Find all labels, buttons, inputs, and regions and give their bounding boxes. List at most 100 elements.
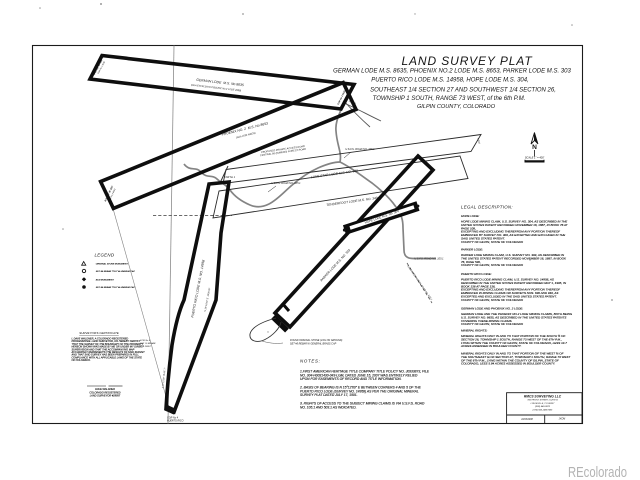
svg-text:PROFESSIONAL LAND SURVEYOR, DO: PROFESSIONAL LAND SURVEYOR, DO HEREBY CE… [72, 340, 141, 343]
svg-text:COR No 1: COR No 1 [224, 176, 236, 179]
svg-text:EXCEPTING AND EXCLUDING THEREF: EXCEPTING AND EXCLUDING THEREFROM ANY PO… [461, 230, 560, 234]
svg-text:TENDERFOOT LODE M.S. NO. 340: TENDERFOOT LODE M.S. NO. 340 [326, 196, 378, 207]
svg-text:GERMAN LODE AND PHOENIX NO. 2: GERMAN LODE AND PHOENIX NO. 2 LODE: [461, 307, 523, 311]
svg-text:ORIGINAL STONE MONUMENT: ORIGINAL STONE MONUMENT [96, 262, 129, 265]
svg-text:TOWNSHIP 1 SOUTH, RANGE 73 WES: TOWNSHIP 1 SOUTH, RANGE 73 WEST, of the … [373, 96, 526, 102]
svg-text:HEREON SHOWN WAS MADE BY ME OR: HEREON SHOWN WAS MADE BY ME OR UNDER MY … [72, 346, 145, 349]
svg-text:UPON FOR EASEMENTS OF RECORD A: UPON FOR EASEMENTS OF RECORD AND TITLE I… [300, 377, 402, 381]
svg-text:COLORADO REGISTERED: COLORADO REGISTERED [89, 391, 120, 394]
svg-text:MINERAL RIGHTS:: MINERAL RIGHTS: [461, 329, 487, 333]
svg-text:PUERTO RICO LODE M.S. 14958, H: PUERTO RICO LODE M.S. 14958, HOPE LODE M… [371, 78, 529, 84]
svg-text:LAND SURVEYOR #29957: LAND SURVEYOR #29957 [90, 395, 121, 398]
svg-text:DESCRIBED IN THE UNITED STATES: DESCRIBED IN THE UNITED STATES PATENT RE… [461, 281, 567, 285]
svg-text:GILPIN COUNTY, COLORADO: GILPIN COUNTY, COLORADO [417, 104, 496, 110]
svg-text:(303) 440-0870: (303) 440-0870 [535, 405, 551, 408]
svg-text:AND THAT SAID SURVEY HAS BEEN: AND THAT SAID SURVEY HAS BEEN PREPARED I… [71, 354, 140, 357]
svg-text:SET #5: SET #5 [348, 101, 356, 106]
svg-text:GERMAN LODE M.S. No 8635: GERMAN LODE M.S. No 8635 [196, 78, 244, 87]
svg-text:SET #5 REBAR "PLS" ALUMINUM CA: SET #5 REBAR "PLS" ALUMINUM CAP [96, 270, 136, 273]
svg-text:SURVEYOR'S CERTIFICATE: SURVEYOR'S CERTIFICATE [79, 331, 120, 335]
svg-text:OF COLORADO.: OF COLORADO. [72, 359, 91, 362]
svg-text:MINERAL RIGHTS ONLY IN AND TO: MINERAL RIGHTS ONLY IN AND TO THAT PORTI… [461, 352, 564, 356]
svg-text:NOTES:: NOTES: [300, 359, 321, 364]
svg-text:SET #5 REBAR: SET #5 REBAR [140, 342, 156, 345]
svg-text:NO. 304-H0031430-043-LGM, DATE: NO. 304-H0031430-043-LGM, DATED JUNE 15,… [300, 373, 418, 377]
svg-text:750.00': 750.00' [227, 71, 235, 74]
svg-text:SOUTHEAST 1/4 SECTION 27 AND S: SOUTHEAST 1/4 SECTION 27 AND SOUTHWEST 1… [370, 88, 556, 94]
svg-text:N 24°05' W 300': N 24°05' W 300' [104, 185, 115, 202]
svg-text:N 47° E 150': N 47° E 150' [421, 158, 432, 169]
svg-text:1.FIRST AMERICAN HERITAGE TITL: 1.FIRST AMERICAN HERITAGE TITLE COMPANY … [300, 370, 430, 374]
svg-text:COR No 4: COR No 4 [167, 417, 179, 420]
svg-text:76, PAGE 530,: 76, PAGE 530, [461, 260, 481, 264]
svg-text:PROPOSED PRIVATE ACCESS ROAD: PROPOSED PRIVATE ACCESS ROAD [261, 145, 305, 154]
svg-text:(AKA 1632 AIKEN): (AKA 1632 AIKEN) [236, 132, 257, 140]
svg-text:1500.00': 1500.00' [190, 66, 199, 69]
svg-text:SET #5 REBAR "PLS" ALUMINUM CA: SET #5 REBAR "PLS" ALUMINUM CAP [96, 286, 136, 289]
svg-text:CENTRAL 66 (GAMING) FOREST ROA: CENTRAL 66 (GAMING) FOREST ROAD [260, 148, 307, 157]
svg-text:N 300': N 300' [476, 138, 480, 145]
svg-text:EXCEPTED AND EXCLUDED IN THE S: EXCEPTED AND EXCLUDED IN THE SAID UNITED… [461, 295, 557, 299]
svg-text:N: N [532, 144, 537, 151]
svg-text:MINERAL RIGHTS ONLY IN AND TO: MINERAL RIGHTS ONLY IN AND TO THAT PORTI… [461, 334, 565, 338]
svg-text:(720) 565-1466 FAX: (720) 565-1466 FAX [533, 409, 553, 412]
svg-text:COVERING THESE MINING CLAIMS.: COVERING THESE MINING CLAIMS. [461, 319, 513, 323]
svg-text:PUERTO RICO LODE (SURVEY NO. 1: PUERTO RICO LODE (SURVEY NO. 14958) AS P… [300, 389, 419, 393]
svg-text:ACCURATELY REPRESENTS THE RESU: ACCURATELY REPRESENTS THE RESULTS OF SAI… [71, 351, 146, 354]
svg-text:PARKER LODE MINING CLAIM, U.S.: PARKER LODE MINING CLAIM, U.S. SURVEY NO… [461, 253, 565, 257]
svg-text:EMBRACED BY SURVEY NO. 303, AS: EMBRACED BY SURVEY NO. 303, AS EXCEPTED … [461, 233, 566, 237]
svg-text:SURVEY PLAT DATED JULY 17, 190: SURVEY PLAT DATED JULY 17, 1901. [300, 393, 358, 397]
svg-text:THE UNITED STATES PATENT RECOR: THE UNITED STATES PATENT RECORDED NOVEMB… [461, 256, 567, 260]
svg-text:N 15°12'00" E 1500.00': N 15°12'00" E 1500.00' [205, 287, 212, 312]
svg-text:PAGE 108,: PAGE 108, [461, 226, 476, 230]
svg-text:BLM MONUMENT: BLM MONUMENT [96, 279, 115, 281]
svg-text:(AKA EXCELSIOR FISSURE No.2 LO: (AKA EXCELSIOR FISSURE No.2 LODE 2698) [191, 84, 242, 93]
svg-text:COUNTY OF GILPIN, STATE OF COL: COUNTY OF GILPIN, STATE OF COLORADO [461, 322, 524, 326]
svg-text:N 24°05' W 300': N 24°05' W 300' [93, 59, 104, 76]
svg-text:BOOK 136 AT PAGE 136,: BOOK 136 AT PAGE 136, [461, 284, 496, 288]
svg-text:LONE STAR LODE M.S. NO. 338: LONE STAR LODE M.S. NO. 338 [311, 169, 359, 180]
svg-text:JKOM: JKOM [559, 419, 565, 421]
svg-text:GERMAN LODE AND THE PHOENIX NO: GERMAN LODE AND THE PHOENIX NO.2 LODE MI… [461, 312, 573, 316]
svg-text:COR No 3 8635: COR No 3 8635 [338, 90, 347, 106]
svg-text:EMBRACED IN MINING CLAIMS OR S: EMBRACED IN MINING CLAIMS OR SURVEYS NOS… [461, 291, 558, 295]
svg-text:DAVE WALDNER: DAVE WALDNER [95, 388, 115, 391]
svg-text:COR No 2 8653: COR No 2 8653 [108, 188, 116, 202]
svg-text:COR No 5: COR No 5 [140, 340, 151, 342]
svg-text:S 15°12'00" W 687.7': S 15°12'00" W 687.7' [162, 367, 166, 388]
svg-text:LOUISVILLE, CO 80027: LOUISVILLE, CO 80027 [531, 403, 555, 405]
svg-text:PUERTO RICO LODE:: PUERTO RICO LODE: [461, 272, 492, 276]
svg-text:ACRES ASSESSED IN BOULDER COUN: ACRES ASSESSED IN BOULDER COUNTY. [460, 344, 522, 348]
svg-text:FOUND ORIGINAL STONE (LOG ON G: FOUND ORIGINAL STONE (LOG ON GROUND) [290, 339, 342, 342]
svg-text:UNITED STATES PATENT RECORDED: UNITED STATES PATENT RECORDED NOVEMBER 1… [461, 223, 569, 227]
svg-text:I, DAVE WALDNER, A COLORADO RE: I, DAVE WALDNER, A COLORADO REGISTERED [72, 338, 129, 341]
svg-text:10/03/2008: 10/03/2008 [521, 419, 533, 421]
svg-text:LAND SURVEY PLAT: LAND SURVEY PLAT [401, 54, 533, 68]
svg-text:2. BASIS OF BEARING IS N 15°12: 2. BASIS OF BEARING IS N 15°12'00" E BET… [299, 386, 422, 390]
svg-text:NO. 105.1 AND 503.1 AS INDICAT: NO. 105.1 AND 503.1 AS INDICATED. [300, 405, 357, 409]
svg-text:HOPE LODE MINING CLAIM, U.S. S: HOPE LODE MINING CLAIM, U.S. SURVEY NO. … [461, 220, 568, 224]
svg-text:706 FRONT STREET, SUITE B: 706 FRONT STREET, SUITE B [527, 400, 558, 402]
svg-text:U.S.F.S. ROAD NO. 105.1: U.S.F.S. ROAD NO. 105.1 [271, 182, 301, 185]
svg-text:SCALE 1" = 400': SCALE 1" = 400' [525, 156, 545, 160]
svg-text:COUNTY OF GILPIN, STATE OF COL: COUNTY OF GILPIN, STATE OF COLORADO [461, 240, 524, 244]
svg-text:OF THE 6TH P.M., LYING WITHIN: OF THE 6TH P.M., LYING WITHIN THE COUNTY… [461, 358, 559, 362]
svg-text:COLORADO, LESS 5.84 ACRES ASSE: COLORADO, LESS 5.84 ACRES ASSESSED IN BO… [461, 362, 556, 366]
svg-text:To BOULDER CREEK ROAD No. 503.: To BOULDER CREEK ROAD No. 503.1 [406, 265, 433, 302]
svg-text:COR No 1 8653: COR No 1 8653 [344, 91, 353, 107]
svg-text:SUPERVISION AND THAT THE ACCOM: SUPERVISION AND THAT THE ACCOMPANYING MA… [72, 348, 135, 351]
svg-text:SAID UNITED STATES PATENT.: SAID UNITED STATES PATENT. [461, 237, 505, 241]
svg-text:SET #5 REBAR W GENERAL BRASS C: SET #5 REBAR W GENERAL BRASS CAP [290, 343, 337, 346]
svg-text:3. RIGHTS OF ACCESS TO THE SUB: 3. RIGHTS OF ACCESS TO THE SUBJECT MININ… [300, 402, 425, 406]
svg-text:U.S.F.S. ROAD NO. 105.1: U.S.F.S. ROAD NO. 105.1 [414, 258, 444, 261]
svg-text:PARKER LODE:: PARKER LODE: [461, 248, 483, 252]
svg-text:COUNTY OF GILPIN, STATE OF COL: COUNTY OF GILPIN, STATE OF COLORADO [461, 263, 524, 267]
svg-text:PLS 29957: PLS 29957 [140, 346, 152, 348]
svg-text:RMCS SURVEYING LLC: RMCS SURVEYING LLC [524, 395, 562, 399]
svg-text:PUERTO RICO LODE M.S. NO. 149: PUERTO RICO LODE M.S. NO. 14958 [190, 259, 205, 318]
svg-text:LYING WITHIN THE COUNTY OF GIL: LYING WITHIN THE COUNTY OF GILPIN, STATE… [461, 341, 567, 345]
svg-text:COUNTY OF GILPIN, STATE OF COL: COUNTY OF GILPIN, STATE OF COLORADO [461, 298, 524, 302]
svg-text:PUERTO RICO: PUERTO RICO [167, 420, 184, 423]
svg-text:THE SOUTHEAST ¼ OF SECTION 27,: THE SOUTHEAST ¼ OF SECTION 27, TOWNSHIP … [461, 355, 571, 359]
svg-text:THAT THE SURVEY OF THE BOUNDAR: THAT THE SURVEY OF THE BOUNDARY OF THE P… [72, 343, 144, 346]
